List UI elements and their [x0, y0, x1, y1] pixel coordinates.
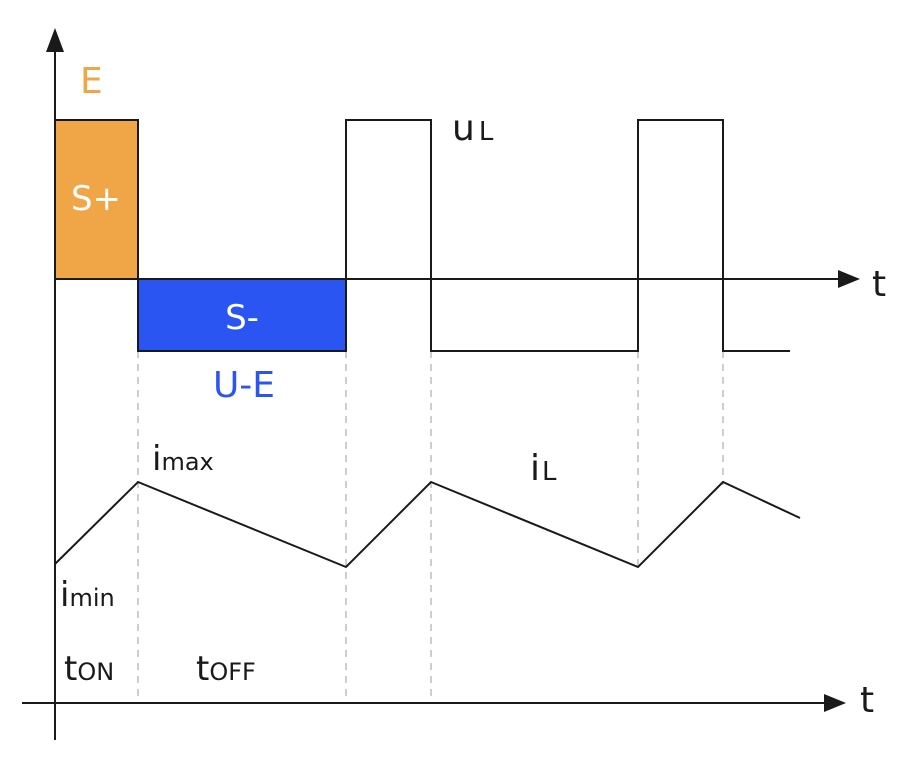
ul-main: u — [452, 108, 475, 149]
il-sub: L — [542, 457, 557, 487]
vertical-axis-arrowhead — [46, 28, 64, 52]
il-main: i — [530, 448, 540, 489]
imin-label: imin — [60, 575, 115, 615]
s-minus-label: S- — [225, 298, 259, 338]
toff-main: t — [196, 649, 209, 689]
upper-axis-t-label: t — [872, 264, 886, 305]
ton-main: t — [64, 649, 77, 689]
s-minus-region — [137, 278, 347, 352]
imax-label: imax — [152, 439, 214, 479]
ton-sub: ON — [77, 658, 114, 686]
upper-axis-arrowhead — [838, 270, 860, 288]
lower-axis-t-label: t — [860, 680, 874, 721]
imin-sub: min — [69, 584, 114, 612]
il-current-waveform — [54, 480, 801, 569]
dashed-guides — [137, 351, 724, 703]
e-label: E — [80, 61, 103, 102]
axes — [22, 42, 842, 740]
u-minus-e-label: U-E — [213, 365, 275, 406]
s-plus-label: S+ — [71, 179, 121, 219]
ul-voltage-waveform — [55, 119, 790, 352]
il-label: iL — [530, 448, 557, 489]
imax-main: i — [152, 439, 161, 479]
toff-sub: OFF — [209, 658, 256, 686]
imax-sub: max — [161, 448, 213, 476]
toff-label: tOFF — [196, 649, 256, 689]
lower-axis-arrowhead — [824, 694, 846, 712]
ton-label: tON — [64, 649, 114, 689]
s-plus-region — [54, 119, 139, 280]
ul-sub: L — [479, 117, 494, 147]
imin-main: i — [60, 575, 69, 615]
